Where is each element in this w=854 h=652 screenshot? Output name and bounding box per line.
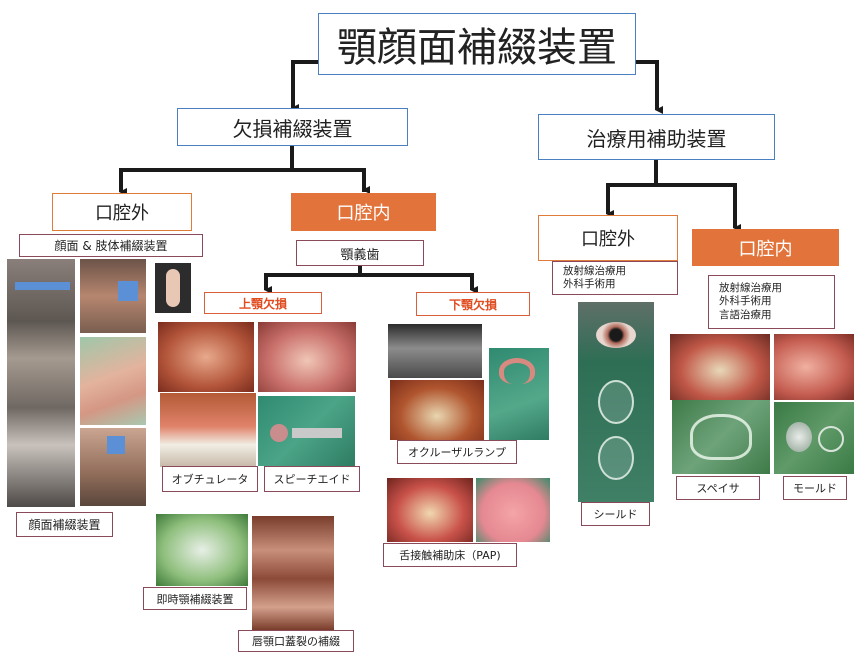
intraoral-uses-list: 放射線治療用 外科手術用 言語治療用 xyxy=(708,275,835,329)
shield-label: シールド xyxy=(581,502,650,526)
spacer-photo-1 xyxy=(670,334,770,400)
denture-arch xyxy=(499,358,535,384)
spacer-photo-2 xyxy=(672,400,770,474)
lower-jaw-defect-label: 下顎欠損 xyxy=(416,292,530,316)
cleft-photo xyxy=(252,516,334,630)
cleft-prosthesis-label: 唇顎口蓋裂の補綴 xyxy=(238,630,354,652)
bulb-shape xyxy=(270,424,288,442)
upper-jaw-defect-label: 上顎欠損 xyxy=(204,292,322,314)
defect-intraoral-box: 口腔内 xyxy=(291,193,436,231)
obturator-label: オブチュレータ xyxy=(162,466,258,492)
lower-denture-photo xyxy=(489,348,549,440)
pap-photo-2 xyxy=(476,478,550,542)
occlusal-photo xyxy=(390,380,484,440)
obturator-photo xyxy=(160,393,256,467)
diagram-title: 顎顔面補綴装置 xyxy=(318,13,636,75)
facial-prosthesis-photo-4 xyxy=(80,428,146,506)
use-item: 外科手術用 xyxy=(563,278,616,291)
use-item: 放射線治療用 xyxy=(563,265,626,278)
speech-aid-label: スピーチエイド xyxy=(264,466,360,492)
use-item: 外科手術用 xyxy=(719,295,772,308)
xray-photo xyxy=(388,324,482,378)
occlusal-ramp-label: オクルーザルランプ xyxy=(397,440,517,464)
use-item: 言語治療用 xyxy=(719,309,772,322)
facial-prosthesis-photo-2 xyxy=(80,259,146,333)
pap-photo-1 xyxy=(387,478,473,542)
finger-prosthesis-photo xyxy=(155,263,191,313)
spacer-label: スペイサ xyxy=(676,476,760,500)
finger-shape xyxy=(166,269,180,307)
defect-extraoral-box: 口腔外 xyxy=(52,193,192,231)
eye-shape xyxy=(596,322,636,348)
speech-aid-photo xyxy=(258,396,355,466)
spacer-shape xyxy=(690,414,752,460)
defect-prosthesis-box: 欠損補綴装置 xyxy=(177,108,408,146)
upper-defect-photo-2 xyxy=(258,322,356,392)
mold-shape xyxy=(818,426,844,452)
mold-shape xyxy=(786,422,812,452)
eye-mask xyxy=(107,436,125,454)
facial-prosthesis-photo-1 xyxy=(7,259,75,507)
shield-shape xyxy=(598,380,634,424)
eye-mask xyxy=(118,281,138,301)
mold-photo-1 xyxy=(774,334,854,400)
shield-photo xyxy=(578,302,654,502)
pap-label: 舌接触補助床（PAP) xyxy=(383,543,517,567)
eye-mask xyxy=(15,282,70,290)
facial-prosthesis-photo-3 xyxy=(80,337,146,425)
mold-label: モールド xyxy=(783,476,847,500)
use-item: 放射線治療用 xyxy=(719,282,782,295)
mold-photo-2 xyxy=(774,402,854,474)
jaw-prosthesis-label: 顎義歯 xyxy=(296,240,424,266)
facial-prosthesis-label: 顔面補綴装置 xyxy=(16,512,113,537)
immediate-prosthesis-photo xyxy=(156,514,248,586)
extraoral-uses-list: 放射線治療用 外科手術用 xyxy=(552,261,678,295)
shield-shape xyxy=(598,436,634,480)
upper-defect-photo-1 xyxy=(158,322,254,392)
treatment-aid-box: 治療用補助装置 xyxy=(538,114,775,160)
facial-body-prosthesis-label: 顔面 & 肢体補綴装置 xyxy=(19,234,203,257)
plate-shape xyxy=(292,428,342,438)
treatment-intraoral-box: 口腔内 xyxy=(692,229,839,266)
treatment-extraoral-box: 口腔外 xyxy=(538,215,678,261)
immediate-prosthesis-label: 即時顎補綴装置 xyxy=(143,587,247,610)
